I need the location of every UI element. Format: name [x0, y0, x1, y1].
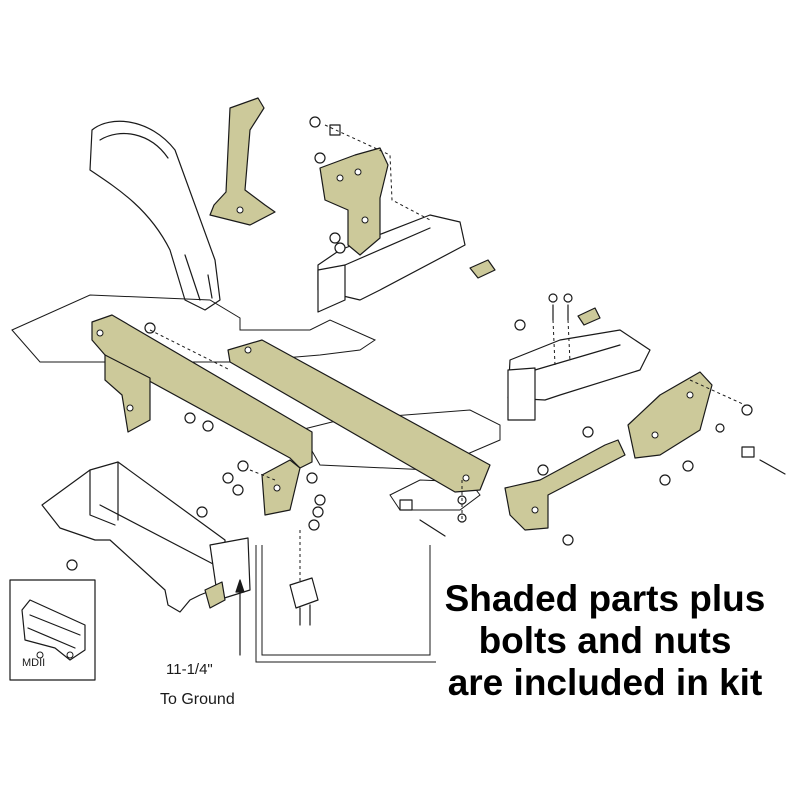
kit-contents-caption: Shaded parts plus bolts and nuts are inc…: [420, 578, 790, 704]
flat-crossbar: [227, 339, 491, 493]
inset-model-label: MDII: [22, 657, 45, 669]
bracket-upper-left: [209, 97, 276, 226]
bracket-frame-mount: [319, 147, 389, 256]
measurement-arrow: [235, 579, 245, 656]
main-crossbar: [91, 314, 313, 516]
routing-guide: [255, 545, 436, 663]
vehicle-frame-rail-right: [507, 329, 651, 421]
caption-line-3: are included in kit: [447, 662, 763, 703]
measurement-value-label: 11-1/4": [166, 661, 213, 678]
assembly-guide-lines: [149, 124, 746, 585]
caption-line-1: Shaded parts plus: [444, 578, 766, 619]
wiring-connector: [289, 577, 319, 626]
hardware-bolts-nuts: [66, 116, 786, 571]
bracket-right-upright: [627, 371, 713, 459]
vehicle-bumper: [89, 120, 221, 311]
mdii-inset: [9, 579, 96, 681]
vehicle-frame-rail-left: [317, 214, 466, 313]
measurement-text-label: To Ground: [160, 691, 235, 708]
bracket-right-angled: [504, 439, 626, 531]
caption-line-2: bolts and nuts: [478, 620, 732, 661]
spring-nut-pair: [469, 259, 601, 326]
